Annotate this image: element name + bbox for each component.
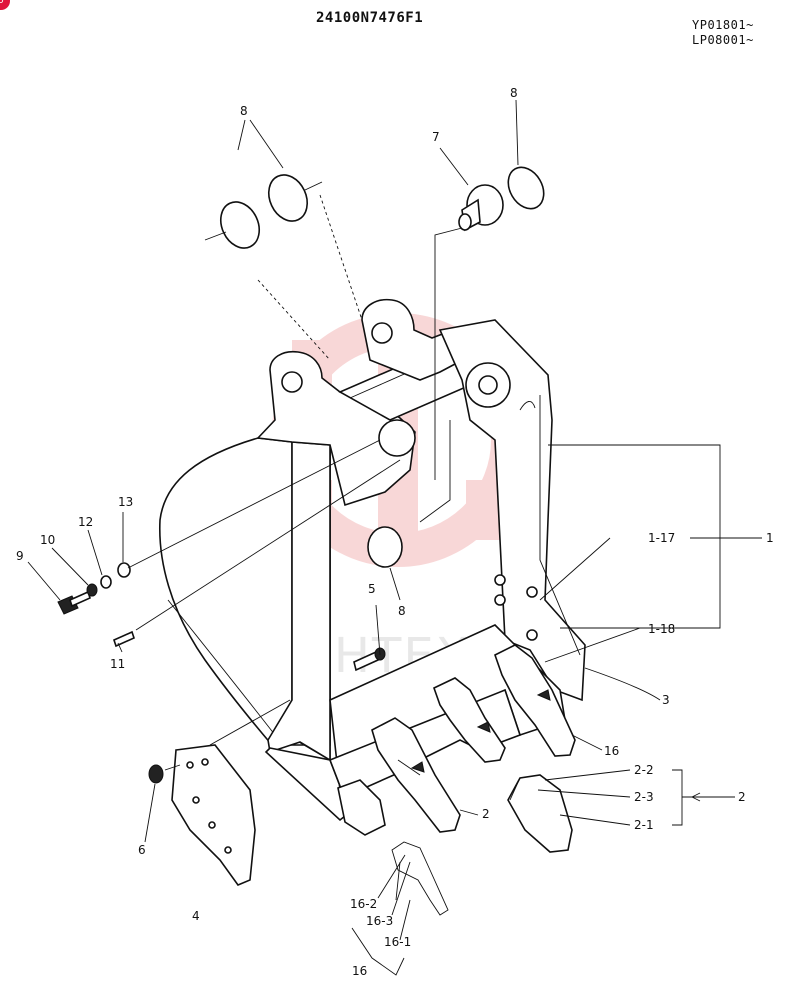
tooth-16-parts xyxy=(391,841,449,916)
bucket-teeth xyxy=(371,644,576,833)
callout-16-group: 16 xyxy=(352,964,367,978)
bushing-part xyxy=(458,184,504,232)
callout-8-top-right: 8 xyxy=(510,86,518,100)
leader-lines xyxy=(27,99,762,976)
callout-2-3: 2-3 xyxy=(634,790,654,804)
callout-11: 11 xyxy=(110,657,125,671)
seal-ring-top-left-a xyxy=(219,201,261,249)
callout-16-main: 16 xyxy=(604,744,619,758)
callout-7: 7 xyxy=(432,130,440,144)
serial-range-1: YP01801~ xyxy=(692,18,754,32)
callout-6: 6 xyxy=(138,843,146,857)
seal-ring-mid xyxy=(367,526,403,568)
callout-8-top-left: 8 xyxy=(240,104,248,118)
callout-8-mid: 8 xyxy=(398,604,406,618)
callout-2-1: 2-1 xyxy=(634,818,654,832)
callout-5: 5 xyxy=(368,582,376,596)
callout-1-17: 1-17 xyxy=(648,531,675,545)
bolt-assembly xyxy=(57,562,135,648)
part-number: 24100N7476F1 xyxy=(316,10,424,26)
callout-4: 4 xyxy=(192,909,200,923)
callout-16-1: 16-1 xyxy=(384,935,411,949)
tooth-2-parts xyxy=(507,774,573,853)
callout-10: 10 xyxy=(40,533,55,547)
side-cutter xyxy=(148,744,256,886)
callout-3: 3 xyxy=(662,693,670,707)
callout-16-3: 16-3 xyxy=(366,914,393,928)
callout-labels: 8 8 7 1 1-17 1-18 3 8 5 13 12 10 9 11 6 … xyxy=(16,86,774,978)
seal-ring-top-right xyxy=(507,166,545,210)
callout-13: 13 xyxy=(118,495,133,509)
callout-12: 12 xyxy=(78,515,93,529)
serial-range-2: LP08001~ xyxy=(692,33,754,47)
bucket-body xyxy=(158,298,586,836)
callout-2-2: 2-2 xyxy=(634,763,654,777)
callout-2-group: 2 xyxy=(738,790,746,804)
callout-9: 9 xyxy=(16,549,24,563)
callout-1: 1 xyxy=(766,531,774,545)
callout-1-18: 1-18 xyxy=(648,622,675,636)
callout-16-2: 16-2 xyxy=(350,897,377,911)
corner-badge: 0 xyxy=(0,0,10,10)
callout-2-main: 2 xyxy=(482,807,490,821)
seal-ring-top-left-b xyxy=(267,174,309,222)
